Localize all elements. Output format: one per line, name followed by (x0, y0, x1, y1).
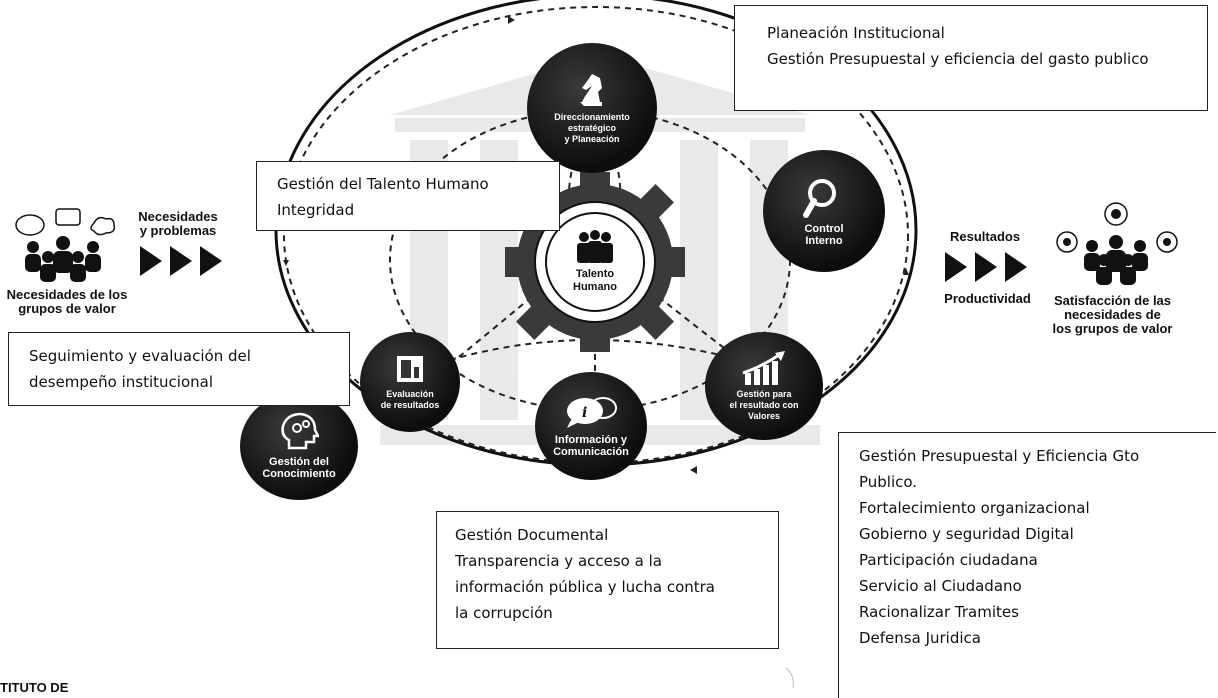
node-direccionamiento: Direccionamiento estratégico y Planeació… (527, 43, 657, 173)
head-gears-icon (281, 412, 319, 450)
box-seguimiento: Seguimiento y evaluación del desempeño i… (8, 332, 350, 406)
triple-arrow-right (945, 252, 1027, 282)
satisfaction-label: Satisfacción de las necesidades de los g… (1052, 293, 1173, 336)
satisfied-group-icon (1056, 202, 1178, 285)
node-conocimiento: Gestión del Conocimiento (240, 392, 358, 500)
node-informacion: i Información y Comunicación (535, 372, 647, 480)
satisfied-group (1050, 200, 1180, 290)
people-group-left (8, 205, 118, 285)
chess-knight-icon (580, 73, 602, 106)
dashed-outer-ring (283, 6, 909, 464)
footer-fragment: TITUTO DE (0, 680, 69, 695)
needs-label: Necesidades y problemas (138, 209, 218, 238)
report-icon (397, 356, 423, 382)
team-icon (577, 230, 613, 263)
chat-info-icon: i (567, 397, 617, 428)
growth-chart-icon (742, 350, 785, 385)
productivity-label: Productividad (944, 291, 1031, 306)
people-group-icon (15, 208, 116, 282)
box-documental: Gestión Documental Transparencia y acces… (436, 511, 779, 649)
node-talento-humano: Talento Humano (545, 212, 645, 312)
results-label: Resultados (950, 229, 1021, 244)
triple-arrow-left (140, 246, 222, 276)
magnifier-icon (803, 179, 836, 218)
node-evaluacion: Evaluación de resultados (360, 332, 460, 432)
node-control-interno: Control Interno (763, 150, 885, 272)
node-gestion-valores: Gestión para el resultado con Valores (705, 332, 823, 440)
svg-text:i: i (582, 405, 587, 421)
box-presupuestal: Gestión Presupuestal y Eficiencia Gto Pu… (838, 432, 1216, 698)
group-needs-label: Necesidades de los grupos de valor (6, 287, 128, 316)
box-talento: Gestión del Talento Humano Integridad (256, 161, 560, 231)
box-planeacion: Planeación Institucional Gestión Presupu… (734, 5, 1208, 111)
